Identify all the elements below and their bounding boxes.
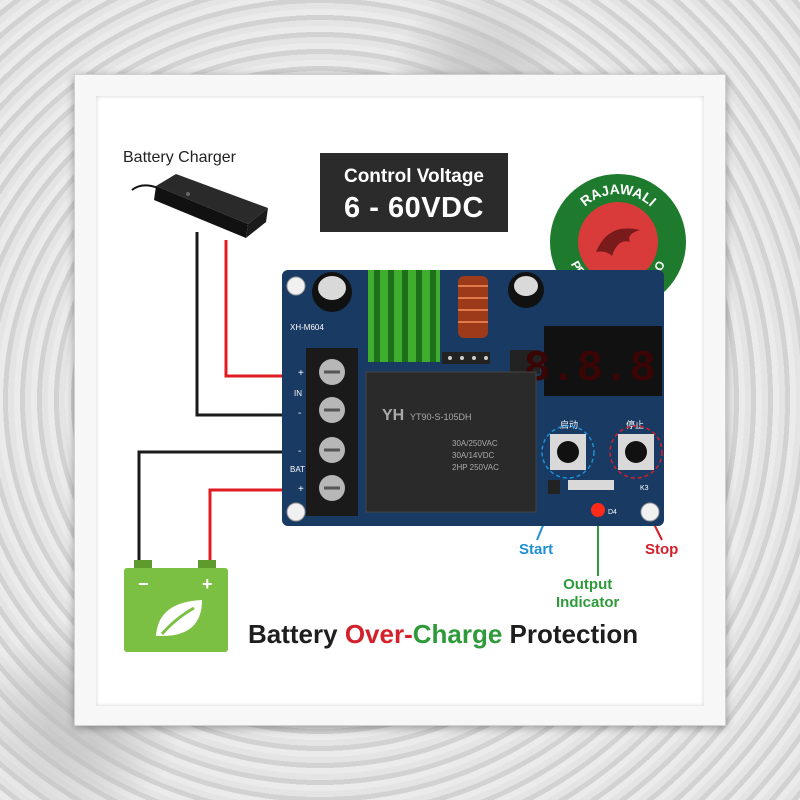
microcontroller-chip [510,350,540,374]
start-button[interactable] [550,434,586,470]
battery-black-wire [137,450,283,560]
output-indicator-label: Output Indicator [556,576,619,612]
start-silk-label: 启动 [560,419,578,431]
page-title: Battery Over-Charge Protection [248,619,638,650]
terminal-bat-minus-label: - [298,446,301,457]
board-model-silk: XH-M604 [290,323,324,332]
relay-model: YT90-S-105DH [410,412,472,422]
stop-button[interactable] [618,434,654,470]
output-label-line1: Output [563,576,613,593]
leaf-icon [156,600,202,636]
battery-minus-sign: − [138,574,149,594]
terminal-in-plus-label: + [298,368,304,379]
mount-hole [286,502,306,522]
led-silk-label: D4 [608,509,617,516]
key-silk-label: K3 [640,485,649,492]
stop-label: Stop [645,541,679,558]
battery-charger-icon [131,174,268,238]
title-battery: Battery [248,619,345,649]
relay-rating-3: 2HP 250VAC [452,463,499,472]
title-protection: Protection [502,619,639,649]
protection-board: 8.8.8. + IN - - BAT + XH-M604 YH YT90-S-… [282,270,664,526]
stop-silk-label: 停止 [626,419,644,431]
relay-rating-2: 30A/14VDC [452,451,494,460]
terminal-bat-label: BAT [290,465,305,474]
control-voltage-box: Control Voltage 6 - 60VDC [320,153,508,232]
display-digits: 8.8.8. [524,344,664,394]
charger-black-wire [195,232,283,417]
battery-red-wire [208,488,283,560]
battery-plus-sign: + [202,574,213,594]
control-voltage-label: Control Voltage [343,166,485,187]
start-label: Start [519,541,554,558]
title-over: Over- [344,619,413,649]
output-led [591,503,605,517]
terminal-bat-plus-label: + [298,484,304,495]
mount-hole [640,502,660,522]
terminal-block [306,348,358,516]
mount-hole [286,276,306,296]
output-label-line2: Indicator [556,594,620,611]
relay-brand: YH [382,407,404,424]
control-voltage-value: 6 - 60VDC [344,192,484,224]
inductor-coil [458,276,488,338]
seven-segment-display [544,326,662,396]
title-charge: Charge [412,619,503,649]
relay: YH YT90-S-105DH 30A/250VAC 30A/14VDC 2HP… [365,371,537,513]
battery-charger-label: Battery Charger [123,149,236,166]
heatsink [368,270,440,362]
relay-rating-1: 30A/250VAC [452,439,498,448]
terminal-in-minus-label: - [298,408,301,419]
charger-red-wire [224,240,283,378]
battery-icon: − + [124,560,228,652]
terminal-in-label: IN [294,389,302,398]
